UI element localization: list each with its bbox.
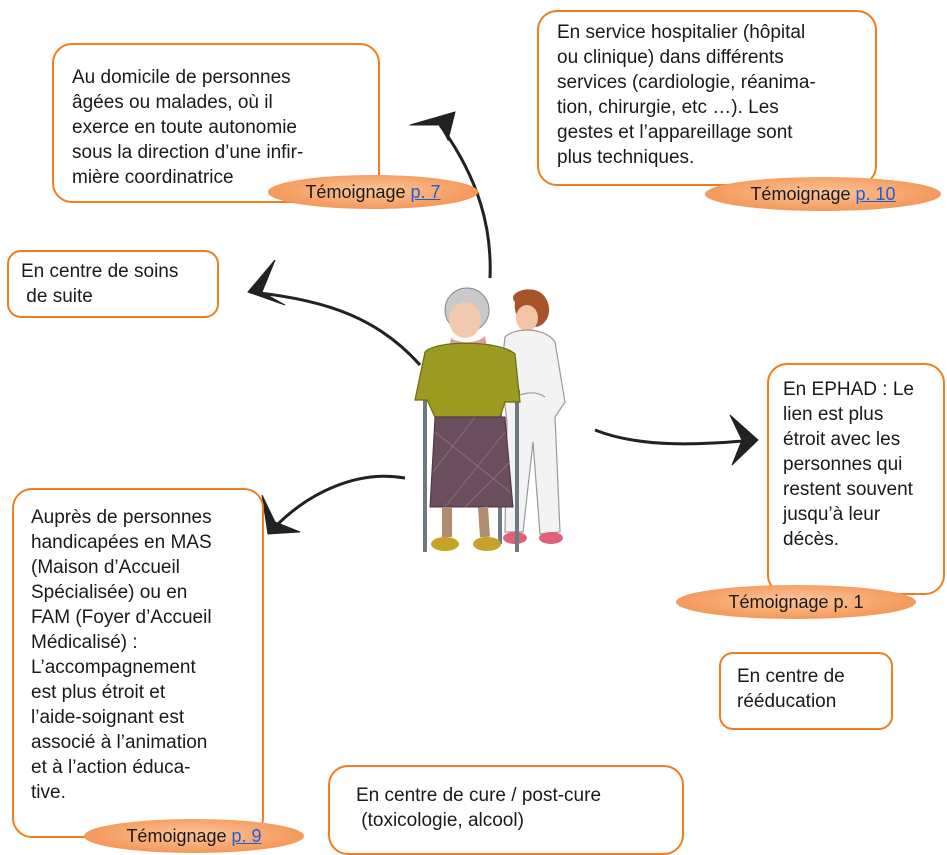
reeducation-line-2: rééducation bbox=[737, 691, 837, 712]
soins-suite-line-1: En centre de soins bbox=[21, 261, 179, 282]
testimonial-link-p7[interactable]: p. 7 bbox=[410, 182, 441, 202]
testimonial-badge-hospitalier: Témoignage p. 10 bbox=[705, 177, 941, 211]
testimonial-badge-ephad: Témoignage p. 1 bbox=[676, 585, 916, 619]
handicap-line-12: tive. bbox=[31, 782, 66, 803]
domicile-line-1: Au domicile de personnes bbox=[72, 67, 291, 88]
arrow-to-soins-suite bbox=[247, 259, 422, 366]
ephad-line-7: décès. bbox=[783, 529, 839, 550]
hospitalier-line-6: plus techniques. bbox=[557, 147, 695, 168]
handicap-line-1: Auprès de personnes bbox=[31, 507, 212, 528]
testimonial-label: Témoignage bbox=[750, 184, 856, 204]
handicap-line-5: FAM (Foyer d’Accueil bbox=[31, 607, 212, 628]
testimonial-badge-handicap: Témoignage p. 9 bbox=[84, 819, 304, 853]
handicap-line-7: L’accompagnement bbox=[31, 657, 196, 678]
reeducation-line-1: En centre de bbox=[737, 666, 845, 687]
arrow-to-ephad bbox=[594, 414, 759, 466]
handicap-line-6: Médicalisé) : bbox=[31, 632, 138, 653]
hospitalier-line-4: tion, chirurgie, etc …). Les bbox=[557, 97, 779, 118]
hospitalier-line-3: services (cardiologie, réanima- bbox=[557, 72, 816, 93]
box-reeducation: En centre de rééducation bbox=[719, 652, 893, 730]
ephad-line-6: jusqu’à leur bbox=[783, 504, 881, 525]
ephad-line-1: En EPHAD : Le bbox=[783, 379, 914, 400]
box-soins-suite: En centre de soins de suite bbox=[7, 250, 219, 318]
testimonial-label: Témoignage bbox=[126, 826, 232, 846]
ephad-line-5: restent souvent bbox=[783, 479, 913, 500]
handicap-line-11: et à l’action éduca- bbox=[31, 757, 191, 778]
ephad-line-4: personnes qui bbox=[783, 454, 903, 475]
ephad-line-2: lien est plus bbox=[783, 404, 884, 425]
testimonial-link-p9[interactable]: p. 9 bbox=[231, 826, 262, 846]
domicile-line-5: mière coordinatrice bbox=[72, 167, 234, 188]
box-handicap: Auprès de personnes handicapées en MAS (… bbox=[12, 488, 264, 838]
ephad-line-3: étroit avec les bbox=[783, 429, 901, 450]
testimonial-badge-domicile: Témoignage p. 7 bbox=[268, 175, 478, 209]
cure-line-2: (toxicologie, alcool) bbox=[356, 810, 524, 831]
handicap-line-4: Spécialisée) ou en bbox=[31, 582, 188, 603]
handicap-line-2: handicapées en MAS bbox=[31, 532, 212, 553]
soins-suite-line-2: de suite bbox=[21, 286, 93, 307]
domicile-line-3: exerce en toute autonomie bbox=[72, 117, 297, 138]
handicap-line-3: (Maison d’Accueil bbox=[31, 557, 180, 578]
elderly-woman-figure bbox=[414, 287, 521, 551]
nurse-elderly-illustration bbox=[414, 287, 566, 552]
domicile-line-2: âgées ou malades, où il bbox=[72, 92, 273, 113]
arrow-to-handicap bbox=[261, 474, 406, 535]
box-cure: En centre de cure / post-cure (toxicolog… bbox=[328, 765, 684, 855]
domicile-line-4: sous la direction d’une infir- bbox=[72, 142, 304, 163]
handicap-line-8: est plus étroit et bbox=[31, 682, 166, 703]
box-domicile: Au domicile de personnes âgées ou malade… bbox=[52, 43, 380, 203]
testimonial-label: Témoignage p. 1 bbox=[728, 592, 864, 612]
handicap-line-10: associé à l’animation bbox=[31, 732, 208, 753]
arrow-to-domicile bbox=[409, 111, 492, 279]
box-hospitalier: En service hospitalier (hôpital ou clini… bbox=[537, 10, 877, 186]
cure-line-1: En centre de cure / post-cure bbox=[356, 785, 602, 806]
box-ephad: En EPHAD : Le lien est plus étroit avec … bbox=[767, 363, 945, 595]
hospitalier-line-1: En service hospitalier (hôpital bbox=[557, 22, 806, 43]
testimonial-link-p10[interactable]: p. 10 bbox=[855, 184, 896, 204]
handicap-line-9: l’aide-soignant est bbox=[31, 707, 185, 728]
hospitalier-line-5: gestes et l’appareillage sont bbox=[557, 122, 793, 143]
testimonial-label: Témoignage bbox=[305, 182, 411, 202]
hospitalier-line-2: ou clinique) dans différents bbox=[557, 47, 784, 68]
